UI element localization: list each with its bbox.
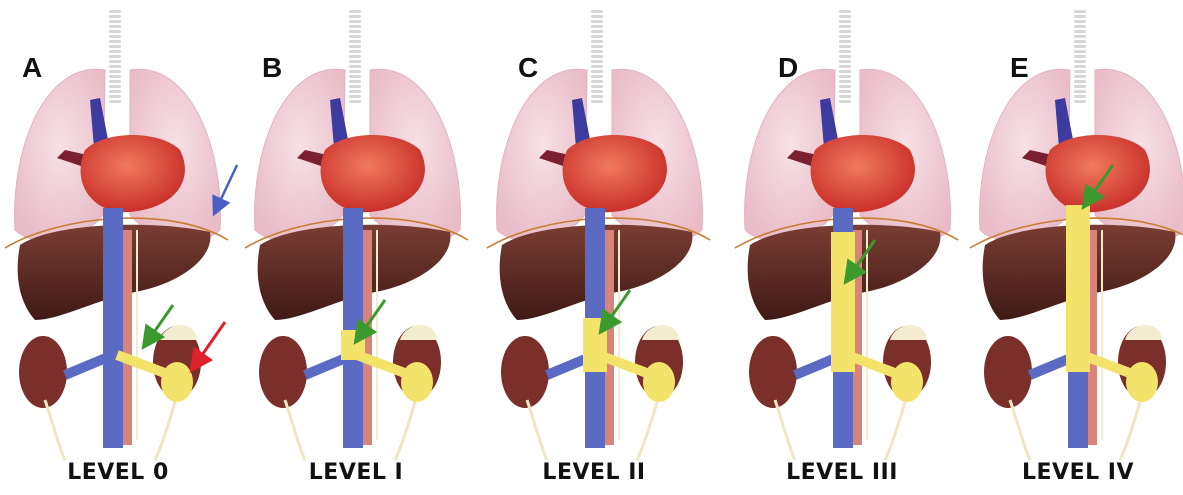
- right-kidney: [984, 336, 1032, 408]
- adrenal-gland: [642, 325, 679, 340]
- adrenal-gland: [890, 325, 927, 340]
- level-label-d: LEVEL III: [742, 460, 942, 485]
- panel-letter-b: B: [262, 52, 282, 84]
- right-ureter: [285, 400, 305, 460]
- panel-d: [735, 10, 958, 460]
- panel-letter-d: D: [778, 52, 798, 84]
- level-label-a: LEVEL 0: [18, 460, 218, 485]
- panel-e: [970, 10, 1183, 460]
- trachea: [591, 10, 603, 103]
- renal-tumor: [643, 362, 675, 402]
- level-label-c: LEVEL II: [494, 460, 694, 485]
- right-ureter: [1010, 400, 1030, 460]
- right-kidney: [501, 336, 549, 408]
- ivc-thrombus: [831, 232, 855, 372]
- panel-letter-a: A: [22, 52, 42, 84]
- panel-letter-e: E: [1010, 52, 1029, 84]
- adrenal-gland: [1125, 325, 1162, 340]
- right-kidney: [259, 336, 307, 408]
- left-ureter: [155, 395, 177, 460]
- left-ureter: [637, 395, 659, 460]
- adrenal-gland: [160, 325, 197, 340]
- adrenal-gland: [400, 325, 437, 340]
- left-ureter: [1120, 395, 1142, 460]
- level-label-e: LEVEL IV: [978, 460, 1178, 485]
- aorta: [123, 230, 132, 445]
- renal-tumor: [891, 362, 923, 402]
- renal-tumor: [401, 362, 433, 402]
- ivc-thrombus: [1066, 205, 1090, 372]
- right-kidney: [749, 336, 797, 408]
- renal-tumor: [1126, 362, 1158, 402]
- right-kidney: [19, 336, 67, 408]
- left-ureter: [395, 395, 417, 460]
- right-ureter: [527, 400, 547, 460]
- right-ureter: [775, 400, 795, 460]
- level-label-b: LEVEL I: [256, 460, 456, 485]
- trachea: [349, 10, 361, 103]
- inferior-vena-cava: [343, 208, 363, 448]
- trachea: [839, 10, 851, 103]
- trachea: [1074, 10, 1086, 103]
- renal-tumor: [161, 362, 193, 402]
- right-ureter: [45, 400, 65, 460]
- panel-letter-c: C: [518, 52, 538, 84]
- trachea: [109, 10, 121, 103]
- left-ureter: [885, 395, 907, 460]
- inferior-vena-cava: [103, 208, 123, 448]
